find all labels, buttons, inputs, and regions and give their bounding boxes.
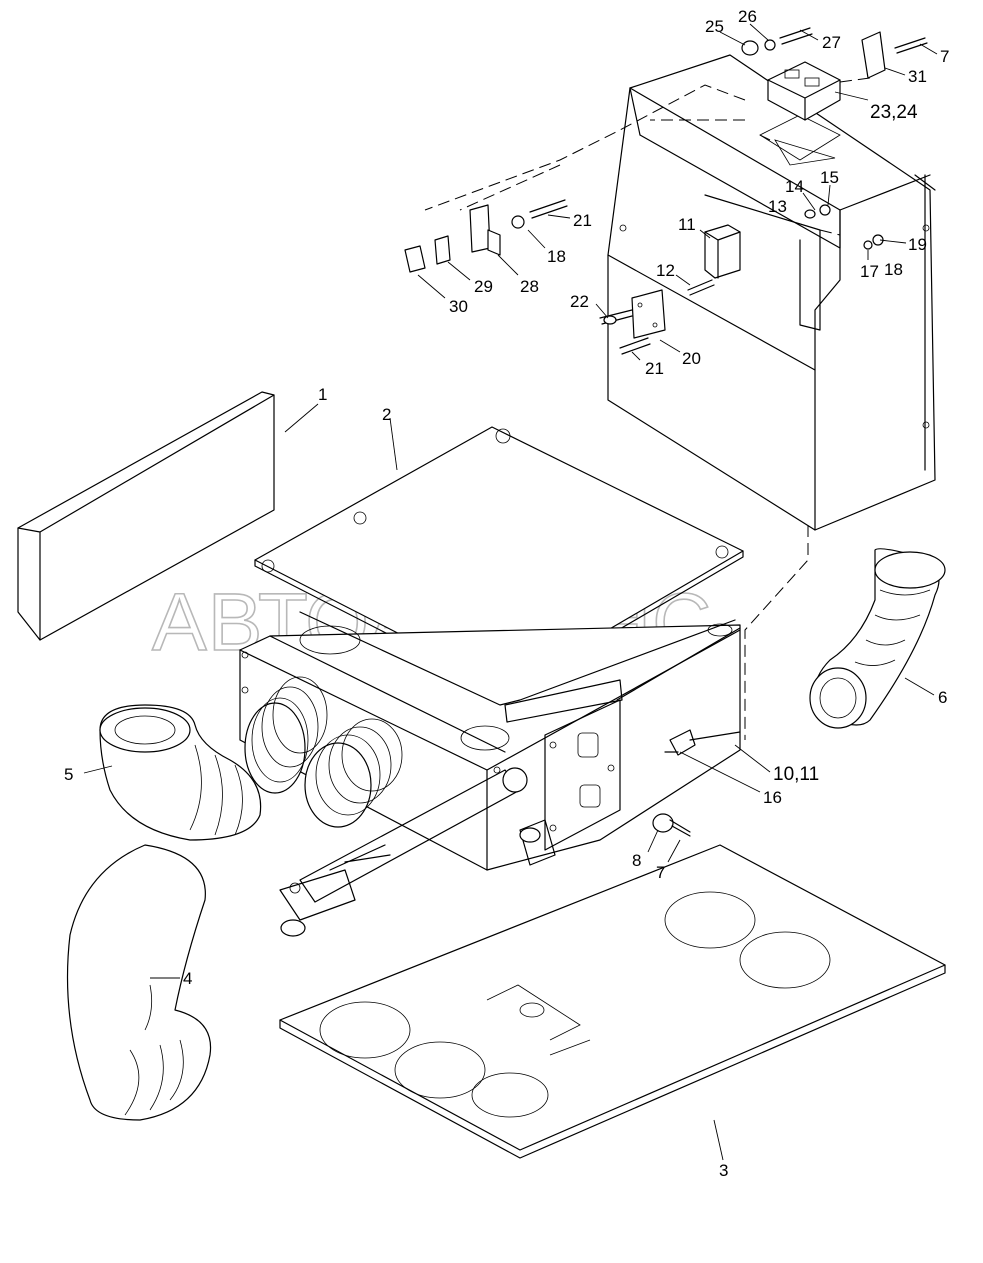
callout-15: 15 (820, 168, 839, 187)
callout-2: 2 (382, 405, 391, 424)
callout-16: 16 (763, 788, 782, 807)
part-1-side-panel (17, 391, 275, 641)
callout-3: 3 (719, 1161, 728, 1180)
callout-12: 12 (656, 261, 675, 280)
callout-26: 26 (738, 7, 757, 26)
part-30-cover (404, 245, 426, 273)
part-13-14-15-fasteners (804, 204, 831, 219)
part-3-bottom-plate (279, 844, 946, 1159)
tube-with-valve (279, 767, 556, 937)
callout-23-24: 23,24 (870, 102, 918, 123)
callout-6: 6 (938, 688, 947, 707)
callout-5: 5 (64, 765, 73, 784)
callout-1: 1 (318, 385, 327, 404)
callout-4: 4 (183, 969, 192, 988)
callout-18-left: 18 (547, 247, 566, 266)
callout-14: 14 (785, 177, 804, 196)
part-5-elbow-hose (99, 704, 262, 841)
part-16-clamp-and-wire (664, 729, 741, 756)
part-23-24-switch (767, 61, 841, 121)
callout-20: 20 (682, 349, 701, 368)
part-4-curved-hose (66, 844, 212, 1121)
part-8-7-fittings (652, 813, 691, 837)
part-18-21-washer-bolt (511, 199, 568, 229)
callout-8: 8 (632, 851, 641, 870)
assembly-lines (424, 77, 871, 740)
callout-11-relay: 11 (678, 215, 696, 234)
callout-27: 27 (822, 33, 841, 52)
part-17-18-19-fasteners (863, 234, 884, 250)
callout-21-lower: 21 (645, 359, 664, 378)
part-21-bolt-lower (619, 337, 651, 355)
part-28-bracket (469, 204, 501, 256)
heater-body (239, 611, 741, 871)
corrugated-outlets (244, 676, 403, 828)
callout-19: 19 (908, 235, 927, 254)
callout-30: 30 (449, 297, 468, 316)
part-25-26-27-fasteners (741, 27, 813, 56)
part-11-relay (704, 224, 741, 279)
callout-31: 31 (908, 67, 927, 86)
part-29-gasket (434, 235, 451, 265)
leader-lines (83, 23, 938, 1161)
part-20-plate-22-sensor (599, 289, 666, 339)
callout-13: 13 (768, 197, 787, 216)
callout-29: 29 (474, 277, 493, 296)
callout-7-lower: 7 (656, 863, 665, 882)
callout-22: 22 (570, 292, 589, 311)
callout-18-right: 18 (884, 260, 903, 279)
callout-labels: 25 26 27 7 31 23,24 14 15 13 11 19 17 18… (64, 7, 949, 1180)
part-12-bolt (687, 279, 715, 296)
control-cabinet (607, 54, 936, 531)
callout-17: 17 (860, 262, 879, 281)
callout-10-11: 10,11 (773, 764, 819, 785)
callout-7-top: 7 (940, 47, 949, 66)
callout-21-upper: 21 (573, 211, 592, 230)
callout-25: 25 (705, 17, 724, 36)
part-6-elbow-hose (809, 548, 946, 729)
callout-28: 28 (520, 277, 539, 296)
